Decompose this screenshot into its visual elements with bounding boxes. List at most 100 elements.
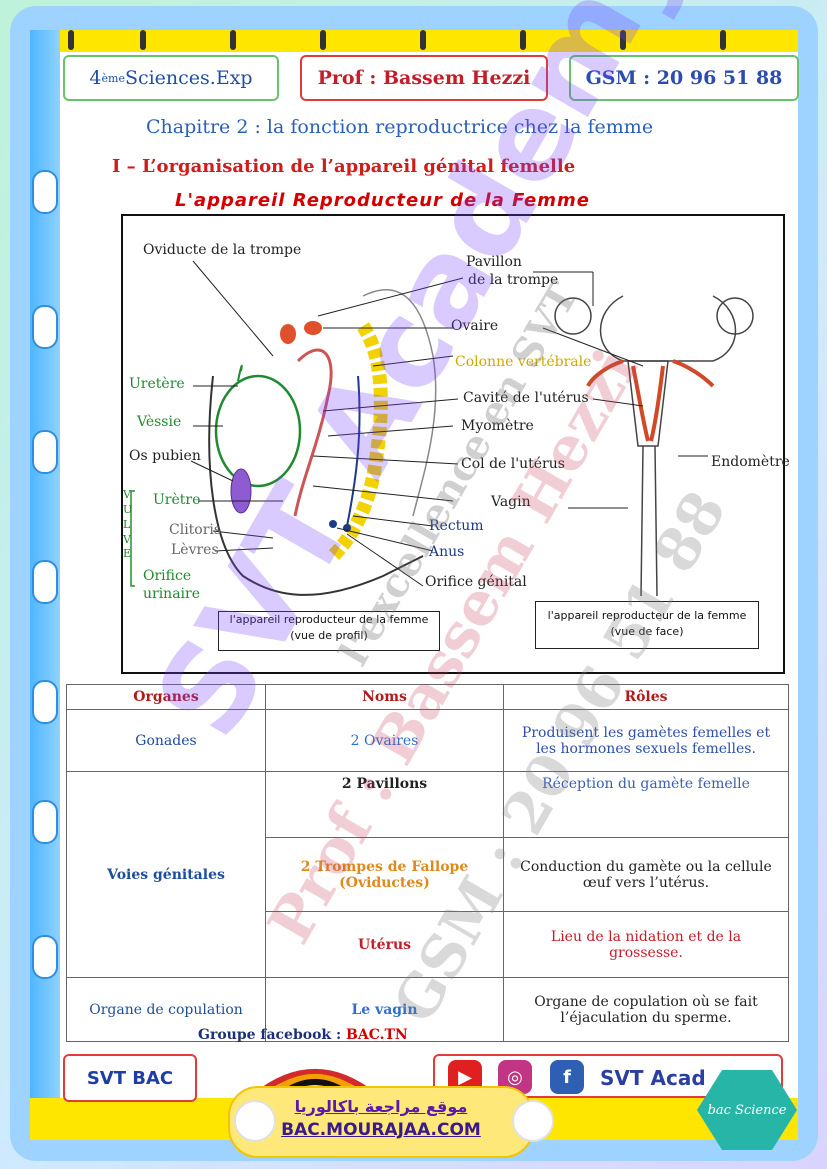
pointer — [190, 460, 234, 482]
organs-table: Organes Noms Rôles Gonades 2 Ovaires Pro… — [66, 684, 789, 1042]
prof-box: Prof : Bassem Hezzi — [300, 55, 548, 101]
spiral-ring — [520, 30, 526, 50]
label-pavillon-2: de la trompe — [468, 272, 559, 288]
pointer — [327, 425, 454, 437]
pointer — [592, 398, 644, 407]
banner-arabic-text: موقع مراجعة باكالوريا — [294, 1097, 468, 1116]
svt-bac-label: SVT BAC — [86, 1067, 174, 1089]
cell-role: Conduction du gamète ou la cellule œuf v… — [503, 837, 789, 912]
cell-nom: Le vagin — [265, 977, 504, 1042]
anatomy-drawing — [130, 260, 754, 597]
label-orifice-urinaire-1: Orifice — [143, 568, 192, 584]
pointer — [317, 277, 464, 317]
front-ovary-left — [554, 297, 592, 335]
table-row: Voies génitales 2 Pavillons Réception du… — [66, 771, 789, 978]
pointer — [212, 530, 274, 539]
binder-ring — [32, 430, 58, 474]
spiral-ring — [140, 30, 146, 50]
spiral-ring — [68, 30, 74, 50]
label-uretere: Uretère — [129, 376, 185, 392]
spiral-ring — [230, 30, 236, 50]
pointer — [336, 527, 434, 552]
rectum — [346, 375, 361, 527]
level-text: Sciences.Exp — [124, 67, 253, 89]
banner-url[interactable]: BAC.MOURAJAA.COM — [281, 1120, 481, 1140]
caption-profile: l'appareil reproducteur de la femme (vue… — [218, 611, 440, 651]
binder-ring — [32, 170, 58, 214]
spiral-ring — [620, 30, 626, 50]
facebook-group-link[interactable]: BAC.TN — [346, 1027, 408, 1043]
back-outline — [362, 289, 437, 517]
label-pavillon-1: Pavillon — [466, 254, 522, 270]
pointer — [192, 260, 274, 357]
pointer — [322, 398, 459, 412]
binder-ring — [32, 935, 58, 979]
front-uterus-left — [627, 360, 669, 447]
chapter-title: Chapitre 2 : la fonction reproductrice c… — [146, 116, 654, 138]
label-myometre: Myomètre — [461, 418, 534, 434]
front-tubes — [599, 295, 737, 362]
front-vagina — [640, 445, 658, 597]
label-col: Col de l'utérus — [461, 456, 565, 472]
cell-nom: Utérus — [265, 911, 504, 978]
label-vulve: V U L V E — [123, 488, 133, 561]
header-roles: Rôles — [503, 684, 789, 710]
cell-role: Organe de copulation où se fait l’éjacul… — [503, 977, 789, 1042]
label-orifice-urinaire-2: urinaire — [143, 586, 201, 602]
prof-name: Prof : Bassem Hezzi — [317, 67, 531, 89]
caption-face-line1: l'appareil reproducteur de la femme — [547, 609, 747, 622]
anus — [329, 520, 337, 528]
facebook-prefix: Groupe facebook : — [198, 1027, 347, 1043]
vulva-bracket — [130, 490, 135, 587]
svt-academy-label: SVT Acad — [600, 1066, 706, 1090]
label-vessie: Vèssie — [137, 414, 182, 430]
pointer — [352, 515, 434, 527]
spine — [327, 322, 388, 561]
binder-ring — [32, 800, 58, 844]
badge-text: bac Science — [707, 1102, 787, 1118]
section-title: I – L’organisation de l’appareil génital… — [112, 156, 576, 177]
pointer — [346, 533, 424, 587]
label-levres: Lèvres — [171, 542, 219, 558]
label-cavite: Cavité de l'utérus — [463, 390, 589, 406]
ovary-profile — [304, 321, 322, 335]
diagram-title: L'appareil Reproducteur de la Femme — [175, 190, 590, 211]
pubic-bone — [230, 468, 252, 514]
pointer — [312, 455, 459, 465]
binder-ring — [32, 680, 58, 724]
spiral-ring — [320, 30, 326, 50]
spiral-ring — [420, 30, 426, 50]
label-clitoris: Clitoris — [169, 522, 222, 538]
seal-logo-right — [512, 1100, 554, 1142]
gsm-box: GSM : 20 96 51 88 — [569, 55, 799, 101]
table-row: Organe de copulation Le vagin Organe de … — [66, 977, 789, 1042]
label-orifice-genital: Orifice génital — [425, 574, 527, 590]
gsm-number: GSM : 20 96 51 88 — [585, 67, 783, 89]
cell-organe: Voies génitales — [66, 771, 266, 978]
seal-logo-left — [234, 1100, 276, 1142]
cell-role: Réception du gamète femelle — [503, 771, 789, 838]
label-ovaire: Ovaire — [451, 318, 499, 334]
label-endometre: Endomètre — [711, 454, 790, 470]
label-os-pubien: Os pubien — [129, 448, 201, 464]
table-header-row: Organes Noms Rôles — [66, 684, 789, 710]
cell-nom: 2 Trompes de Fallope (Oviductes) — [265, 837, 504, 912]
ovary-profile-2 — [280, 324, 296, 344]
table-row: 2 Trompes de Fallope (Oviductes) Conduct… — [67, 837, 789, 912]
cell-role: Lieu de la nidation et de la grossesse. — [503, 911, 789, 978]
cell-nom: 2 Ovaires — [265, 709, 504, 772]
body-outline — [208, 375, 424, 596]
cell-nom: 2 Pavillons — [265, 771, 504, 838]
binder-ring — [32, 560, 58, 604]
site-banner[interactable]: موقع مراجعة باكالوريا BAC.MOURAJAA.COM — [228, 1086, 534, 1158]
cell-organe: Gonades — [66, 709, 266, 772]
label-oviducte: Oviducte de la trompe — [143, 242, 302, 258]
facebook-icon[interactable]: f — [550, 1060, 584, 1094]
front-ovary-right — [716, 297, 754, 335]
caption-profile-line1: l'appareil reproducteur de la femme — [229, 613, 429, 626]
facebook-group-line: Groupe facebook : BAC.TN — [198, 1027, 408, 1043]
pointer — [372, 355, 454, 367]
front-tubes-red — [586, 359, 715, 388]
header-organes: Organes — [66, 684, 266, 710]
